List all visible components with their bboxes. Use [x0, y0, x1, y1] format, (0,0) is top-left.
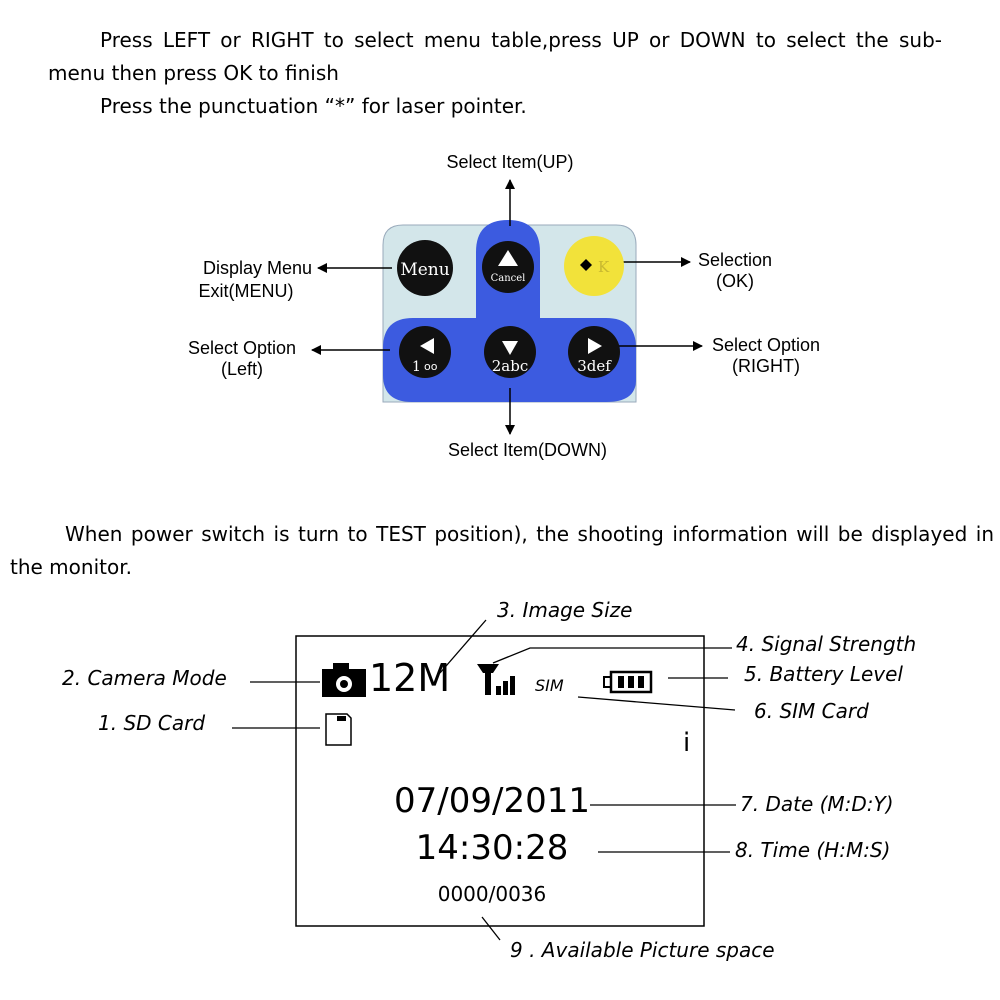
left-key: 1 oo [399, 326, 451, 378]
svg-text:Menu: Menu [400, 260, 449, 280]
camera-icon [322, 663, 366, 697]
right-triangle-icon [588, 338, 602, 354]
menu-key: Menu [397, 240, 453, 296]
label-select-option-right: Select Option (RIGHT) [702, 335, 830, 377]
label-display-menu-line1: Display Menu [202, 258, 312, 278]
label-select-item-down: Select Item(DOWN) [448, 440, 608, 460]
label-selection-ok: Selection (OK) [682, 250, 788, 292]
annotation-signal-strength: 4. Signal Strength [736, 632, 917, 656]
label-select-option-right-line1: Select Option [711, 335, 821, 355]
label-selection-ok-line2: (OK) [716, 271, 754, 291]
label-selection-ok-line1: Selection [697, 250, 773, 270]
annotation-date: 7. Date (M:D:Y) [740, 792, 894, 816]
sd-card-icon [325, 713, 352, 746]
down-triangle-icon [502, 341, 518, 355]
annotation-image-size: 3. Image Size [497, 598, 633, 622]
annotation-sd-card: 1. SD Card [98, 711, 206, 735]
time-display: 14:30:28 [415, 828, 569, 868]
svg-text:3def: 3def [577, 357, 612, 375]
leader-signal [492, 647, 732, 664]
annotation-sim-card: 6. SIM Card [754, 699, 869, 723]
svg-text:2abc: 2abc [492, 357, 529, 375]
svg-text:Cancel: Cancel [491, 273, 526, 284]
down-key: 2abc [484, 326, 536, 378]
label-select-option-left: Select Option (Left) [180, 338, 304, 380]
label-select-option-left-line1: Select Option [187, 338, 297, 358]
svg-text:1: 1 [412, 359, 421, 375]
label-select-option-left-line2: (Left) [220, 359, 263, 379]
battery-icon [603, 670, 653, 694]
sim-indicator: SIM [535, 676, 564, 695]
instruction-navigation: Press LEFT or RIGHT to select menu table… [48, 28, 942, 85]
leader-sim [577, 696, 736, 711]
label-display-menu: Display Menu [180, 258, 312, 279]
stray-mark: i [683, 728, 691, 758]
annotation-camera-mode: 2. Camera Mode [62, 666, 227, 690]
up-triangle-icon [498, 250, 518, 266]
voicemail-icon: oo [424, 360, 438, 373]
ok-diamond-icon [580, 259, 592, 271]
svg-text:K: K [598, 258, 610, 276]
label-exit-menu: Exit(MENU) [198, 281, 294, 301]
picture-counter: 0000/0036 [437, 882, 547, 906]
leader-picture-space [481, 916, 501, 941]
label-select-item-up: Select Item(UP) [446, 152, 574, 172]
image-size-value: 12M [369, 656, 451, 700]
instruction-laser: Press the punctuation “*” for laser poin… [100, 94, 527, 118]
annotation-time: 8. Time (H:M:S) [735, 838, 891, 862]
monitor-frame [295, 635, 705, 927]
label-select-option-right-line2: (RIGHT) [732, 356, 800, 376]
test-mode-text: When power switch is turn to TEST positi… [10, 522, 994, 579]
annotation-battery-level: 5. Battery Level [744, 662, 903, 686]
signal-strength-icon [477, 664, 515, 695]
left-triangle-icon [420, 338, 434, 354]
annotation-picture-space: 9 . Available Picture space [510, 938, 775, 962]
ok-key: K [564, 236, 624, 296]
right-key: 3def [568, 326, 620, 378]
date-display: 07/09/2011 [394, 781, 590, 821]
up-cancel-key: Cancel [482, 241, 534, 293]
leader-image-size [439, 619, 487, 674]
